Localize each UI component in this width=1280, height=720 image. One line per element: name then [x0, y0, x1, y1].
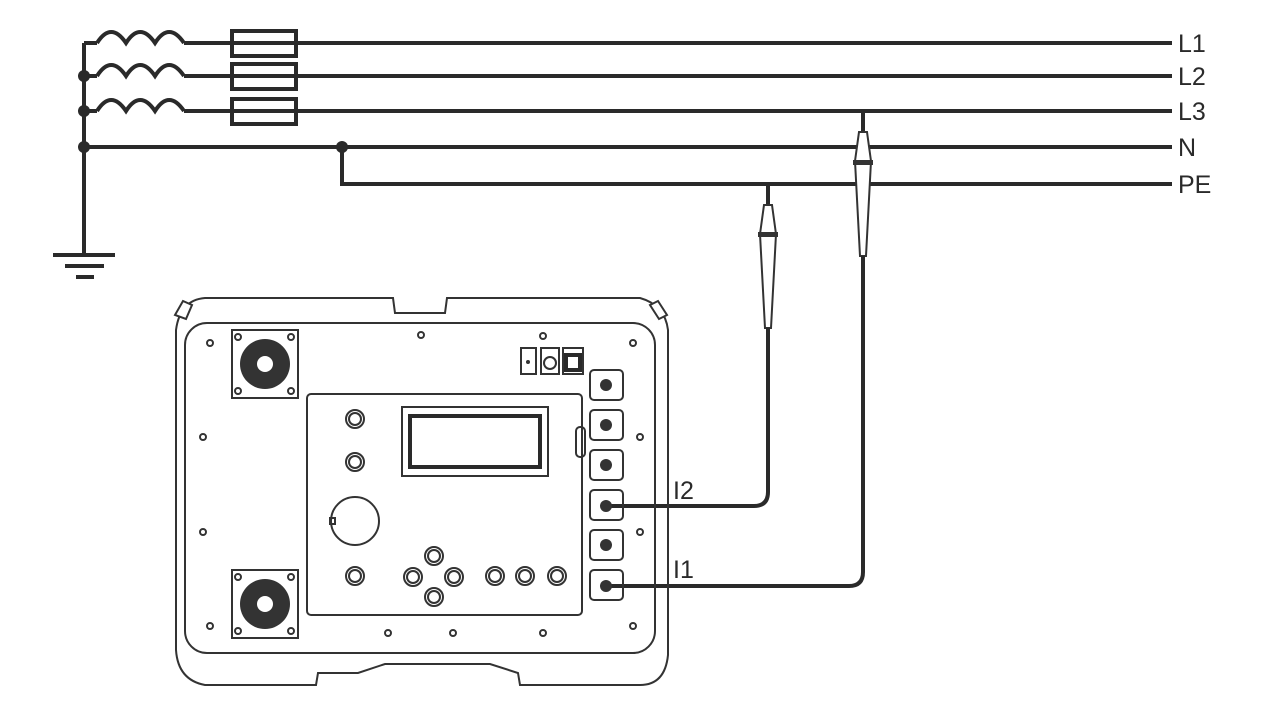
label-i1: I1	[673, 556, 694, 584]
display-screen	[401, 406, 549, 477]
handle-mount-right	[648, 299, 669, 321]
label-i2: I2	[673, 477, 694, 505]
label-n: N	[1178, 134, 1196, 162]
label-pe: PE	[1178, 171, 1211, 199]
terminal-sockets	[589, 369, 624, 601]
lead-i1	[607, 256, 865, 588]
socket-i1	[589, 569, 624, 601]
label-l1: L1	[1178, 30, 1206, 58]
junction-dots	[78, 70, 348, 153]
ground-icon	[53, 253, 115, 279]
power-switches	[520, 347, 584, 375]
screw-holes	[199, 331, 644, 637]
test-probe-i1	[607, 111, 873, 588]
control-panel	[306, 393, 583, 616]
speaker-icon	[231, 329, 299, 639]
handle-mount-left	[173, 299, 194, 321]
rotary-knob-icon	[329, 496, 380, 546]
fuse-icon	[230, 29, 298, 126]
panel-buttons	[345, 409, 567, 607]
supply-network	[53, 29, 1172, 279]
test-probe-i2	[607, 184, 778, 508]
lead-i2	[607, 328, 770, 508]
socket-i2	[589, 489, 624, 521]
label-l2: L2	[1178, 63, 1206, 91]
fuse-holder	[575, 426, 586, 458]
label-l3: L3	[1178, 98, 1206, 126]
test-instrument	[173, 297, 669, 686]
line-pe	[340, 147, 1172, 186]
transformer-coils-icon	[95, 30, 186, 115]
